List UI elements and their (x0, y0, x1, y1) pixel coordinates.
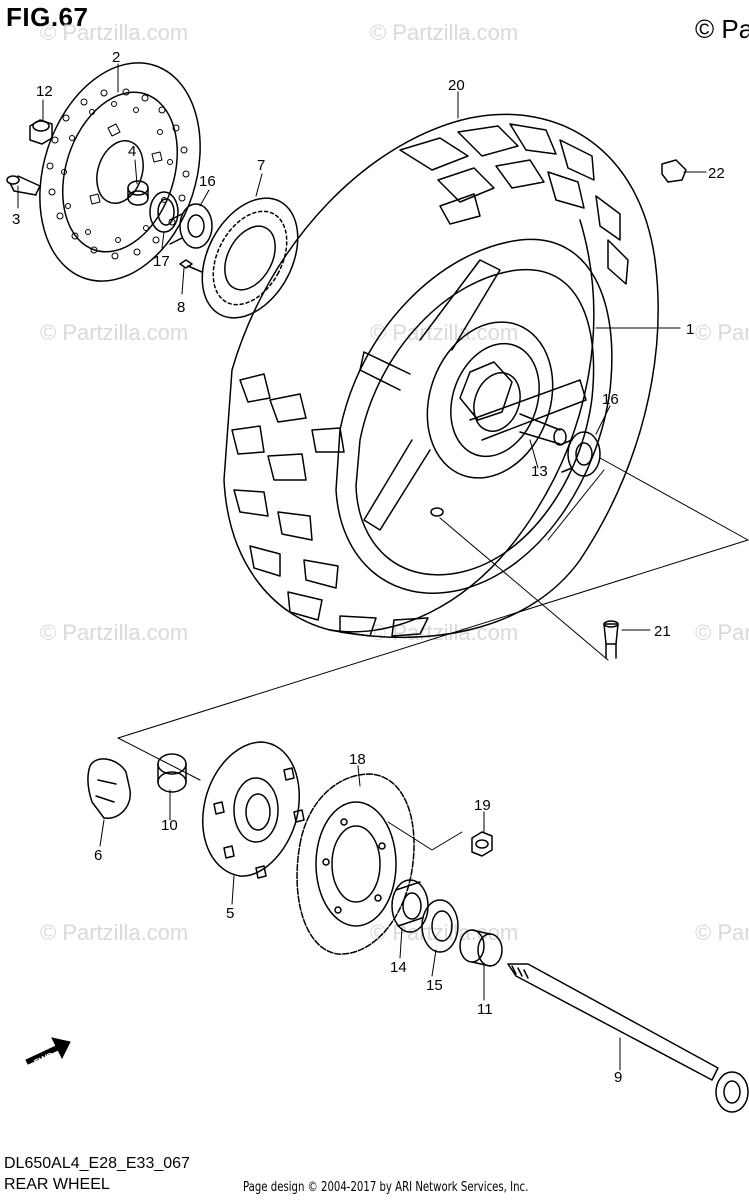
callout-16-lower: 16 (602, 391, 619, 408)
bearing-16-upper (169, 203, 213, 249)
watermark-group: © Partzilla.com © Partzilla.com © Partzi… (40, 20, 749, 945)
watermark-text: © Partzilla.com (40, 20, 188, 45)
callout-8: 8 (177, 299, 185, 316)
watermark-text: © Partzilla.com (370, 20, 518, 45)
nut-12 (29, 119, 53, 145)
callout-22: 22 (708, 165, 725, 182)
rear-wheel-rim (335, 238, 613, 594)
callout-6: 6 (94, 847, 102, 864)
balancer-weight-22 (661, 159, 687, 183)
callout-14: 14 (390, 959, 407, 976)
watermark-text: © Partzilla.com (40, 620, 188, 645)
page-credit: Page design © 2004-2017 by ARI Network S… (243, 1180, 529, 1195)
callout-10: 10 (161, 817, 178, 834)
rear-tire (223, 113, 659, 639)
callout-17: 17 (153, 253, 170, 270)
oil-seal-15 (421, 899, 459, 953)
callout-19: 19 (474, 797, 491, 814)
callout-18: 18 (349, 751, 366, 768)
callout-2: 2 (112, 49, 120, 66)
collar-13 (519, 413, 567, 446)
damper-6 (87, 758, 131, 819)
bearing-16-lower (561, 431, 601, 477)
spacer-4 (127, 180, 149, 206)
callout-20: 20 (448, 77, 465, 94)
callout-5: 5 (226, 905, 234, 922)
figure-title: FIG.67 (6, 2, 89, 32)
leader-lines (17, 63, 707, 1071)
callout-12: 12 (36, 83, 53, 100)
assembly-guide-lines (117, 457, 749, 851)
watermark-text: © Partzilla.com (695, 320, 749, 345)
tire-valve-21 (603, 620, 619, 659)
watermark-text: © Partzilla.com (40, 920, 188, 945)
callout-13: 13 (531, 463, 548, 480)
sprocket-drum-5 (202, 741, 305, 879)
rear-sprocket-18 (296, 773, 415, 955)
callout-15: 15 (426, 977, 443, 994)
spacer-10 (157, 753, 187, 793)
copyright-corner: © Pa (695, 14, 749, 44)
callout-11: 11 (477, 1001, 493, 1018)
fwd-direction-badge: FWD (25, 1037, 71, 1068)
callout-4: 4 (128, 143, 136, 160)
diagram-name: REAR WHEEL (4, 1176, 110, 1193)
abs-sensor-ring (201, 197, 299, 319)
spacer-11 (459, 929, 503, 967)
watermark-text: © Partzilla.com (370, 620, 518, 645)
callout-1: 1 (686, 321, 694, 338)
watermark-text: © Partzilla.com (695, 620, 749, 645)
callout-9: 9 (614, 1069, 622, 1086)
rear-axle-9 (507, 963, 749, 1113)
bolt-3 (6, 175, 41, 196)
bolt-8 (179, 259, 203, 273)
watermark-text: © Partzilla.com (695, 920, 749, 945)
callout-16-upper: 16 (199, 173, 216, 190)
nut-19 (471, 831, 493, 857)
model-code: DL650AL4_E28_E33_067 (4, 1155, 190, 1172)
callout-21: 21 (654, 623, 671, 640)
watermark-text: © Partzilla.com (370, 320, 518, 345)
watermark-text: © Partzilla.com (40, 320, 188, 345)
brake-disc (39, 62, 201, 282)
callout-3: 3 (12, 211, 20, 228)
callout-numbers: 2 12 3 4 16 7 17 8 20 22 1 16 13 21 18 1… (12, 49, 725, 1086)
callout-7: 7 (257, 157, 265, 174)
